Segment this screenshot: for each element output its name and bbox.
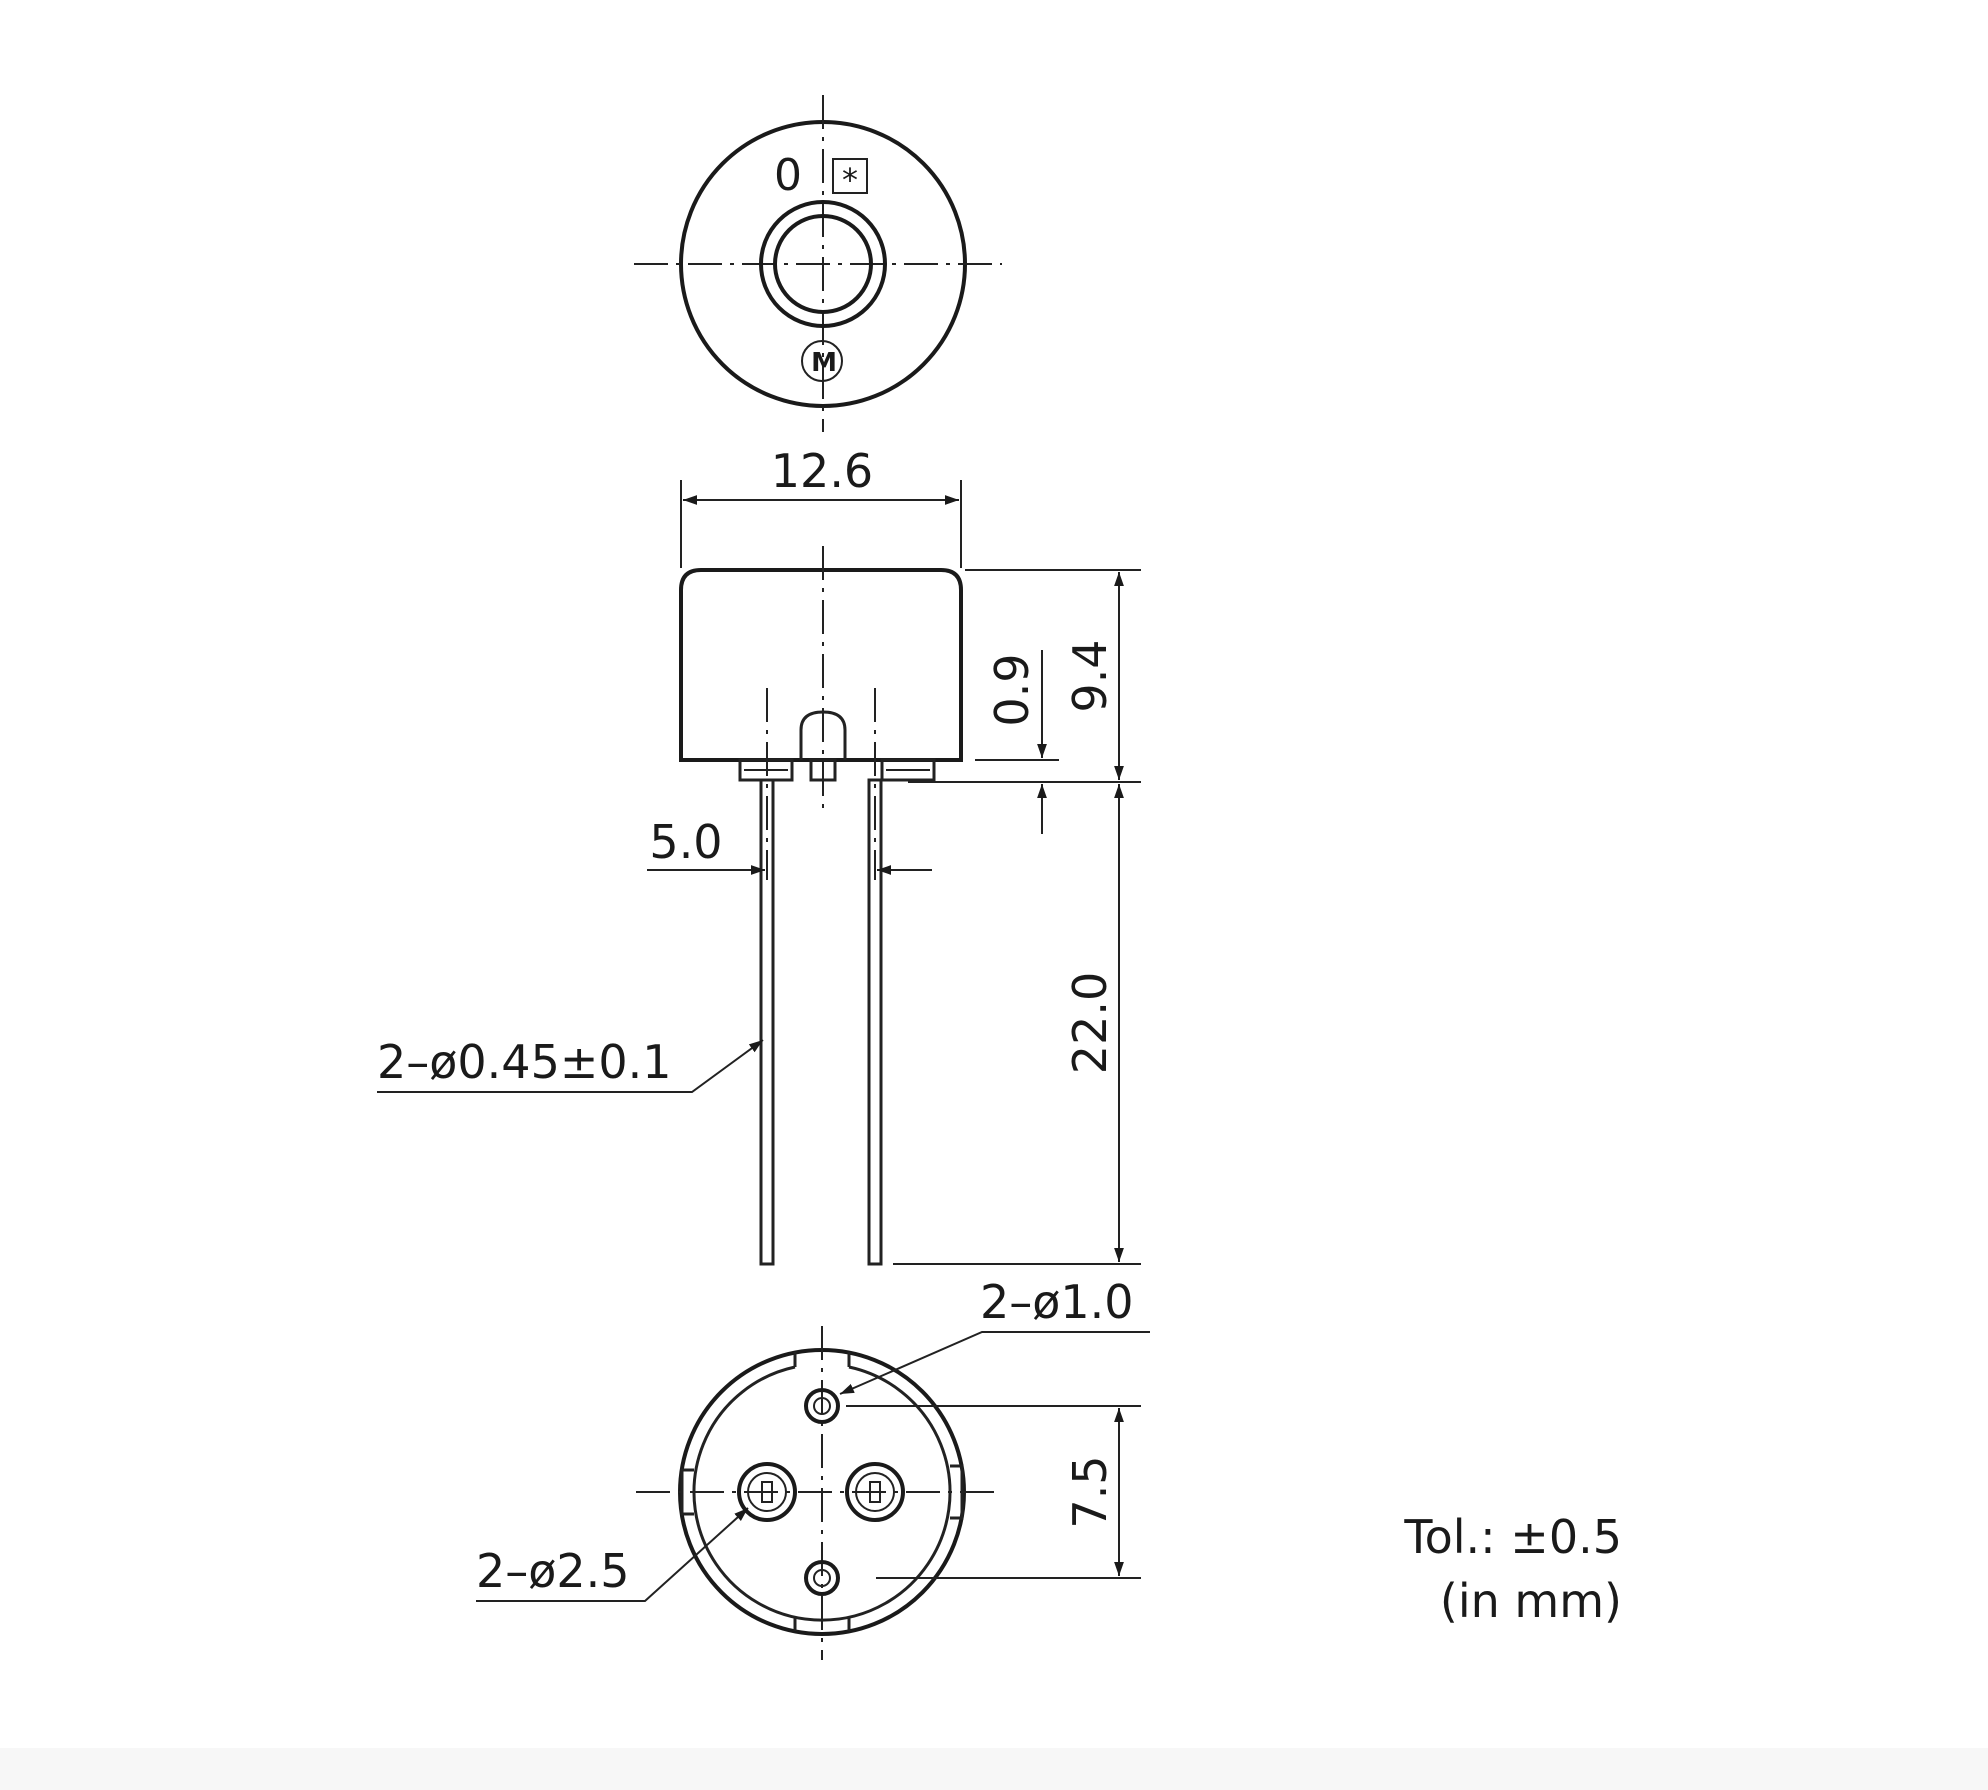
hole-spacing-label: 7.5 xyxy=(1063,1455,1117,1528)
side-view-body-outline xyxy=(679,568,963,762)
notes: Tol.: ±0.5 (in mm) xyxy=(1403,1510,1622,1628)
hole-diameter-label: 2–ø1.0 xyxy=(980,1275,1134,1329)
pad-diameter-leader xyxy=(476,1507,749,1602)
top-rim-notch xyxy=(793,1352,851,1367)
manufacturer-logo-icon xyxy=(801,340,843,382)
tolerance-note: Tol.: ±0.5 xyxy=(1403,1510,1622,1564)
upper-hole-outer xyxy=(804,1388,840,1424)
standoff-label: 0.9 xyxy=(985,653,1039,726)
footer-strip xyxy=(0,1748,1988,1790)
left-lead xyxy=(759,778,775,1266)
body-height-label: 9.4 xyxy=(1063,639,1117,712)
hole-diameter-leader xyxy=(839,1331,1150,1395)
lower-hole-outer xyxy=(804,1560,840,1596)
right-pad-outer xyxy=(845,1462,905,1522)
left-pad-inner xyxy=(747,1472,787,1512)
lower-hole-inner xyxy=(813,1569,831,1587)
side-view: 12.6 9.4 0.9 22.0 5.0 2–ø0.45±0.1 xyxy=(377,444,1141,1266)
top-view-marking-digit: 0 xyxy=(774,150,802,201)
bottom-rim-notch xyxy=(793,1617,851,1631)
marking-box-icon xyxy=(832,158,868,194)
center-dome-stem xyxy=(809,758,837,782)
right-lead xyxy=(867,778,883,1266)
lead-diameter-leader xyxy=(377,1039,764,1093)
lead-diameter-label: 2–ø0.45±0.1 xyxy=(377,1035,672,1089)
right-pad-inner xyxy=(855,1472,895,1512)
top-view: 0 * M xyxy=(634,95,1002,432)
bottom-view: 2–ø1.0 7.5 2–ø2.5 xyxy=(476,1275,1150,1660)
center-dome xyxy=(799,710,847,760)
pad-diameter-label: 2–ø2.5 xyxy=(476,1544,630,1598)
right-lead-standoff xyxy=(880,758,936,782)
lead-length-label: 22.0 xyxy=(1063,972,1117,1074)
lead-spacing-label: 5.0 xyxy=(649,815,722,869)
sound-hole-outer-ring xyxy=(759,200,887,328)
units-note: (in mm) xyxy=(1440,1574,1622,1628)
sound-hole-inner-ring xyxy=(773,214,873,314)
top-view-marking-symbol: * xyxy=(842,161,858,199)
upper-hole-inner xyxy=(813,1397,831,1415)
left-pad-lead xyxy=(761,1481,773,1503)
right-pad-lead xyxy=(869,1481,881,1503)
body-diameter-label: 12.6 xyxy=(771,444,873,498)
left-pad-outer xyxy=(737,1462,797,1522)
top-view-logo-letter: M xyxy=(811,348,837,378)
